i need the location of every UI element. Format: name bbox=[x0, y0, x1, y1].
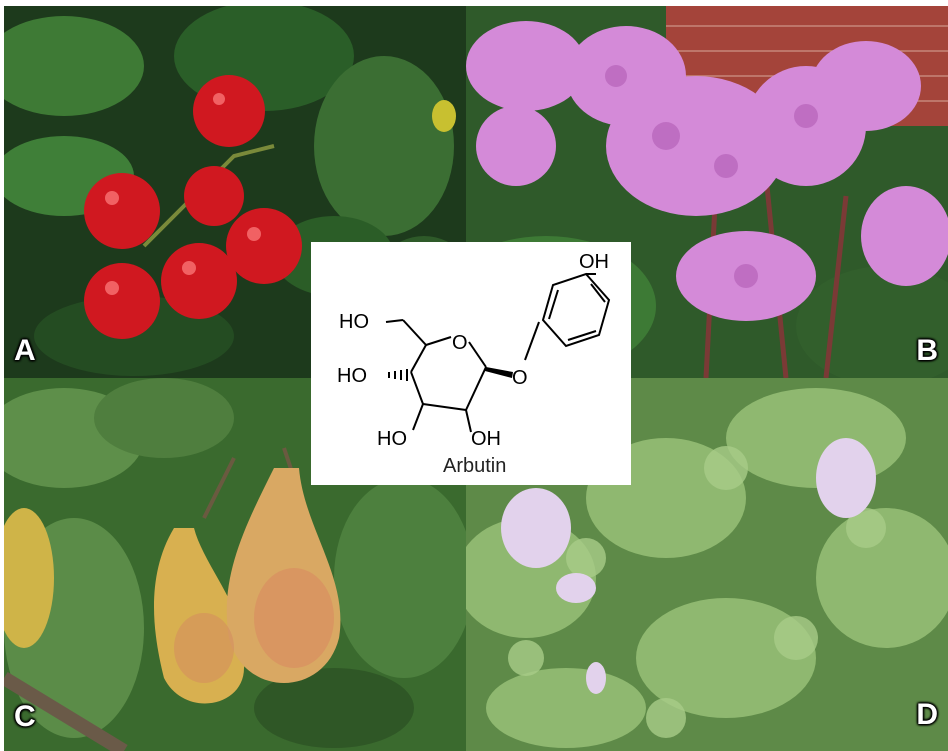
berries-photo bbox=[4, 6, 466, 378]
hashed-bond bbox=[388, 369, 408, 381]
ho-bottom-left-label: HO bbox=[377, 428, 407, 450]
photo-panel-a: A bbox=[4, 6, 466, 378]
link-oxygen-label: O bbox=[512, 367, 528, 389]
panel-label-b: B bbox=[916, 334, 938, 367]
structure-drawing: OH HO O O HO HO OH Arbutin bbox=[337, 251, 611, 477]
ring-oxygen-label: O bbox=[452, 332, 468, 354]
panel-label-a: A bbox=[14, 334, 36, 367]
panel-label-d: D bbox=[916, 698, 938, 731]
oh-top-label: OH bbox=[579, 251, 609, 273]
phenol-ring bbox=[541, 272, 611, 348]
herbs-photo bbox=[466, 378, 948, 751]
arbutin-structure-diagram: OH HO O O HO HO OH Arbutin bbox=[311, 242, 631, 485]
oh-bottom-label: OH bbox=[471, 428, 501, 450]
ho-left-label: HO bbox=[337, 365, 367, 387]
flowers-photo bbox=[466, 6, 948, 378]
photo-panel-b: B bbox=[466, 6, 948, 378]
ho-ch2-label: HO bbox=[339, 311, 369, 333]
photo-panel-d: D bbox=[466, 378, 948, 751]
panel-label-c: C bbox=[14, 700, 36, 733]
compound-name: Arbutin bbox=[443, 455, 506, 477]
glucose-ring bbox=[385, 319, 487, 433]
